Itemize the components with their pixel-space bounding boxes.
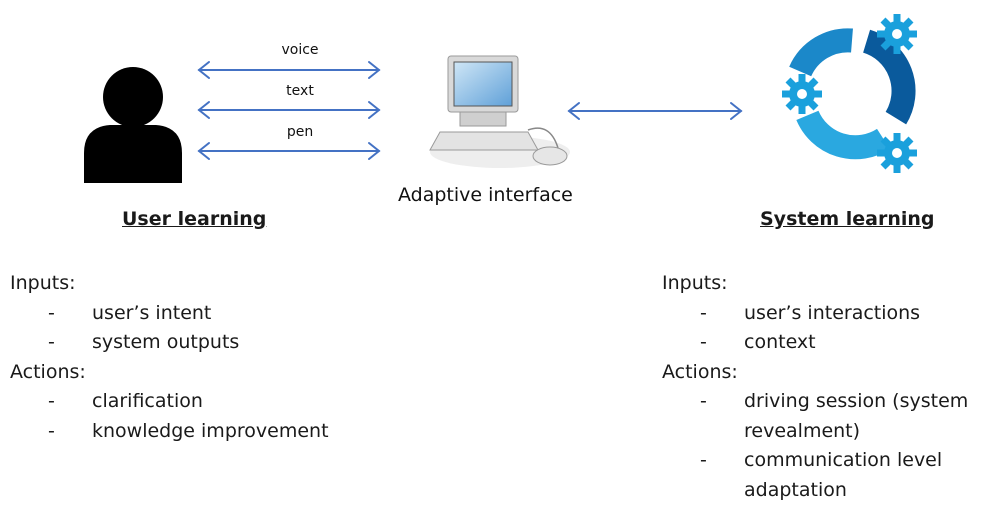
user-inputs-label: Inputs: — [10, 272, 76, 294]
channel-arrows — [197, 61, 381, 160]
user-actions-label: Actions: — [10, 360, 86, 383]
list-item-continuation: revealment) — [744, 419, 861, 442]
system-learning-details: Inputs: -user’s interactions -context Ac… — [662, 269, 969, 505]
list-item: -driving session (system — [700, 390, 969, 412]
user-icon — [84, 67, 182, 183]
channel-text-label: text — [286, 83, 314, 99]
list-item: -user’s interactions — [700, 301, 921, 324]
interface-label: Adaptive interface — [398, 184, 573, 206]
list-item-continuation: adaptation — [744, 478, 847, 501]
list-item: -clarification — [48, 390, 203, 412]
list-item: -communication level — [700, 449, 943, 471]
system-inputs-label: Inputs: — [662, 272, 728, 294]
system-gear-icon — [782, 14, 917, 173]
interface-system-arrow — [567, 102, 743, 120]
system-learning-heading: System learning — [760, 208, 935, 230]
channel-pen-label: pen — [286, 124, 314, 140]
computer-icon — [429, 55, 570, 168]
list-item: -system outputs — [48, 331, 240, 353]
list-item: -knowledge improvement — [48, 419, 329, 442]
system-actions-label: Actions: — [662, 360, 738, 383]
user-learning-heading: User learning — [122, 208, 267, 230]
list-item: -user’s intent — [48, 301, 212, 324]
list-item: -context — [700, 331, 816, 353]
channel-voice-label: voice — [281, 42, 319, 58]
user-learning-details: Inputs: -user’s intent -system outputs A… — [10, 269, 329, 446]
